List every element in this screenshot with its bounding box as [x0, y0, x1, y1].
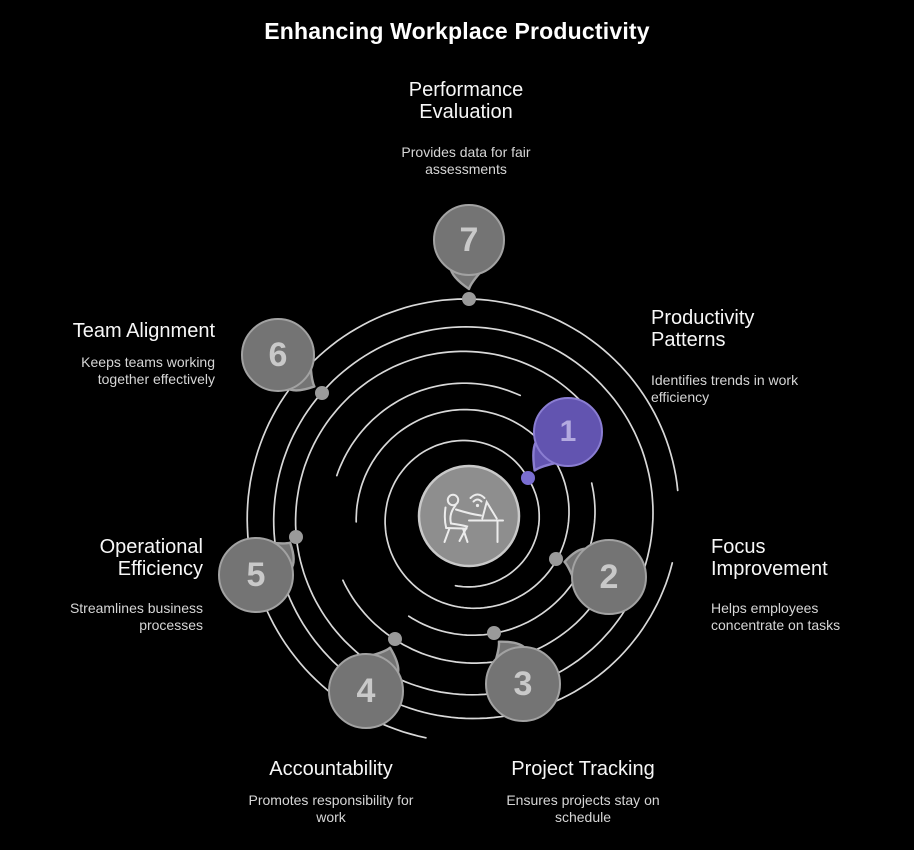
node-bubble-6[interactable]: 6	[241, 318, 315, 392]
person-at-desk-wifi-icon	[446, 493, 460, 507]
node-number-1: 1	[559, 415, 577, 448]
node-number-3: 3	[513, 665, 533, 703]
node-bubble-3[interactable]: 3	[485, 646, 561, 722]
node-description-2: Helps employees concentrate on tasks	[711, 600, 841, 633]
node-bubble-7[interactable]: 7	[433, 204, 505, 276]
node-number-5: 5	[246, 556, 266, 594]
node-description-3: Ensures projects stay on schedule	[506, 792, 660, 825]
node-label-5: Operational Efficiency	[99, 536, 203, 580]
node-description-6: Keeps teams working together effectively	[81, 354, 215, 387]
center-hub	[417, 464, 521, 568]
node-number-4: 4	[356, 672, 376, 710]
node-label-7: Performance Evaluation	[408, 79, 524, 123]
node-dot-3	[487, 626, 501, 640]
page-title: Enhancing Workplace Productivity	[264, 18, 650, 44]
person-at-desk-wifi-icon	[455, 508, 482, 517]
node-description-7: Provides data for fair assessments	[401, 144, 531, 177]
node-bubble-4[interactable]: 4	[328, 653, 404, 729]
person-at-desk-wifi-icon	[443, 506, 448, 529]
node-label-2: Focus Improvement	[711, 536, 828, 580]
person-at-desk-wifi-icon	[469, 493, 486, 499]
person-at-desk-wifi-icon	[481, 499, 498, 520]
node-dot-7	[462, 292, 476, 306]
node-label-3: Project Tracking	[511, 758, 655, 780]
node-label-1: Productivity Patterns	[651, 307, 755, 351]
person-at-desk-wifi-icon	[462, 527, 469, 543]
node-bubble-1[interactable]: 1	[533, 397, 603, 467]
node-dot-5	[289, 530, 303, 544]
node-number-6: 6	[268, 336, 288, 374]
node-label-4: Accountability	[269, 758, 393, 780]
node-bubble-2[interactable]: 2	[571, 539, 647, 615]
node-number-7: 7	[459, 221, 479, 259]
wifi-dot-icon	[475, 503, 480, 508]
person-at-desk-wifi-icon	[450, 522, 469, 542]
person-at-desk-wifi-icon	[443, 527, 451, 543]
node-dot-2	[549, 552, 563, 566]
node-description-5: Streamlines business processes	[69, 600, 203, 633]
node-dot-6	[315, 386, 329, 400]
node-dot-1	[521, 471, 535, 485]
person-at-desk-wifi-icon	[472, 498, 483, 503]
node-description-4: Promotes responsibility for work	[248, 792, 414, 825]
person-at-desk-wifi-icon	[449, 504, 457, 525]
node-description-1: Identifies trends in work efficiency	[651, 372, 799, 405]
node-dot-4	[388, 632, 402, 646]
spiral-path	[246, 298, 679, 739]
node-number-2: 2	[599, 558, 619, 596]
node-label-6: Team Alignment	[72, 320, 215, 342]
node-bubble-5[interactable]: 5	[218, 537, 294, 613]
